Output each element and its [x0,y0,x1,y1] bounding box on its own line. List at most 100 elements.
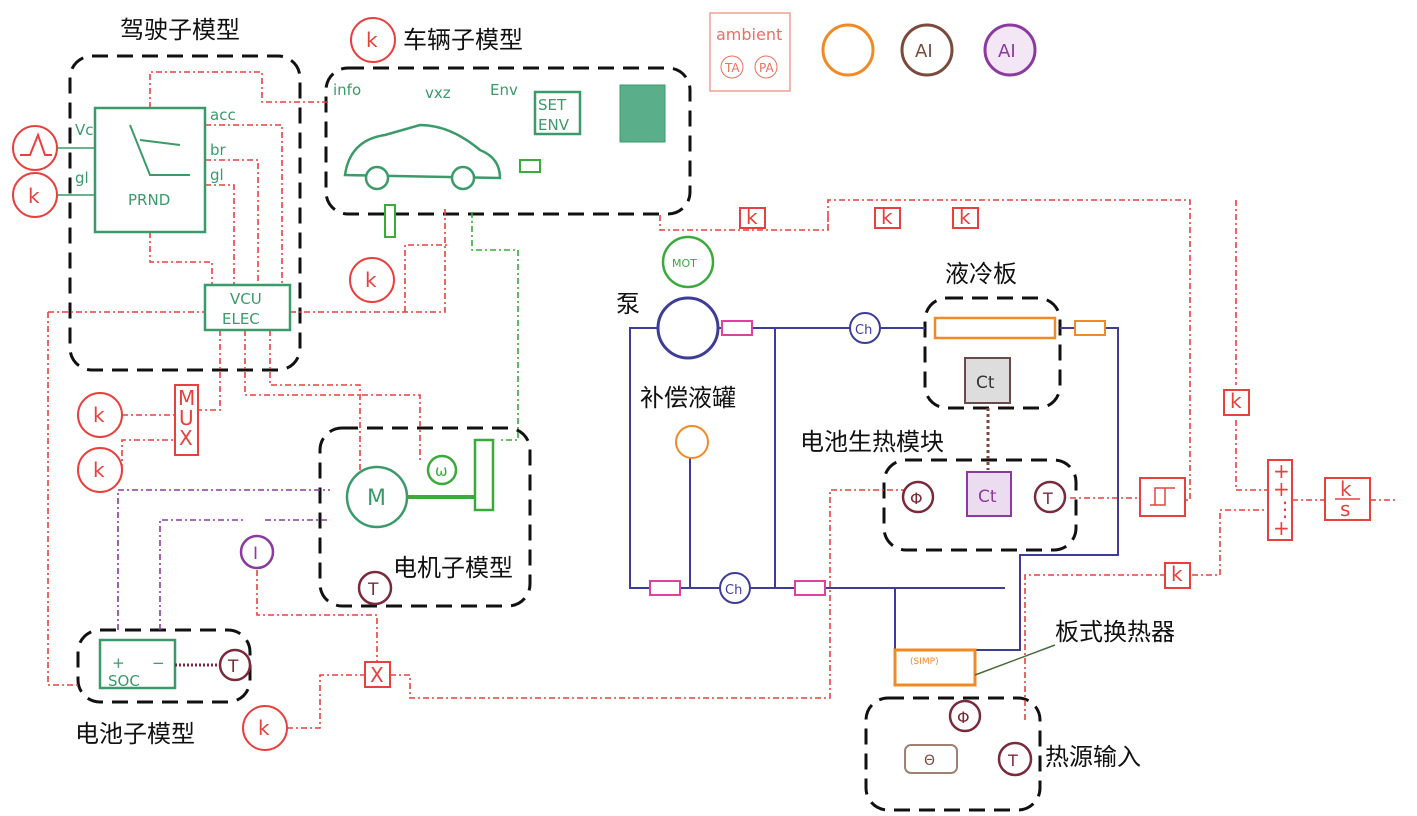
integrator-denominator: s [1340,497,1350,521]
multiply-block[interactable] [364,661,391,688]
constant-source[interactable] [77,447,123,493]
multiply-label: X [370,663,384,687]
vehicle-vxz-ports: vxz [425,84,451,102]
temperature-label: T [1042,489,1053,508]
motor-label: M [367,486,386,511]
heat-flow-source[interactable] [901,480,935,514]
current-label: I [253,544,258,564]
constant-source[interactable] [349,257,395,303]
heat-flow-source[interactable] [948,699,982,733]
expansion-tank-label: 补偿液罐 [640,384,736,412]
motor-submodel-title: 电机子模型 [393,554,513,582]
driver-submodel-title: 驾驶子模型 [120,16,240,44]
gearbox[interactable] [473,438,495,512]
sum-sign: + [1273,477,1290,501]
constant-label: k [366,28,378,52]
mux-block[interactable] [174,384,199,456]
brake-port [384,204,396,238]
vehicle-env-port: Env [490,81,518,99]
gain-block[interactable] [1223,389,1250,416]
sum-sign: + [1273,516,1290,540]
mux-letter: U [179,406,194,430]
gain-block[interactable] [739,207,766,229]
road-environment-icon[interactable] [619,84,666,143]
thermal-mass[interactable] [904,744,958,774]
pump-motor[interactable] [661,235,715,289]
driver-block[interactable] [93,106,207,234]
signal-line [1235,200,1268,491]
signal-line [121,414,175,470]
temperature-label: T [227,657,239,677]
wheel-icon [450,165,476,191]
driver-seat-icon [129,124,190,176]
speed-sensor-label: ω [435,462,448,480]
integrator-block[interactable] [1324,477,1371,521]
gain-block[interactable] [952,207,979,229]
sum-sign: ⋮ [1275,497,1295,521]
sum-sign: + [1273,459,1290,483]
plate-heat-exchanger-label: 板式换热器 [1055,618,1175,646]
speed-sensor[interactable] [426,454,458,486]
temperature-label: T [1007,751,1018,770]
pump[interactable] [656,296,720,360]
driver-br-port: br [210,141,227,159]
check-valve[interactable] [719,572,751,604]
hysteresis-block[interactable] [1139,477,1186,517]
ai-thermal-block[interactable] [900,23,954,77]
vehicle-submodel-title: 车辆子模型 [403,26,523,54]
driver-gl-out-port: gl [210,166,224,184]
ambient-pa-label: PA [759,61,774,75]
battery-heat-boundary [882,458,1078,552]
valve-label: Ch [855,323,872,338]
motor-temperature-sensor[interactable] [357,570,393,606]
ambient-pressure [754,55,778,79]
vehicle-output-port [519,159,541,173]
ambient-block[interactable] [709,12,791,92]
pump-label: 泵 [616,290,640,318]
temperature-label: T [367,580,379,600]
vehicle-info-port: info [333,81,361,99]
battery-temperature-sensor[interactable] [218,648,252,682]
ramp-icon [20,132,52,156]
temperature-source[interactable] [997,741,1033,777]
vcu-elec-block[interactable] [203,283,292,332]
profile-source[interactable] [12,125,58,171]
thermal-capacity-cold-plate[interactable] [964,357,1011,404]
battery-soc: SOC [108,672,140,690]
heat-source-input-label: 热源输入 [1045,743,1141,771]
battery-plus: + [112,654,125,672]
annotation-arrow [974,644,1056,676]
sum-block[interactable] [1267,459,1293,541]
driver-acc-port: acc [210,106,236,124]
gain-label: k [746,205,758,229]
current-sensor[interactable] [239,534,275,570]
check-valve[interactable] [849,312,881,344]
set-env-block[interactable] [533,90,582,136]
plate-heat-exchanger[interactable] [893,648,977,687]
constant-source[interactable] [350,17,396,63]
mux-letter: M [178,386,195,410]
coolant-property-icon[interactable] [821,23,875,77]
ct-label: Ct [978,487,997,507]
signal-line [198,330,421,470]
constant-source[interactable] [77,392,123,438]
cold-plate-boundary [923,296,1062,410]
expansion-tank[interactable] [675,425,709,459]
ai-label: AI [998,41,1016,62]
gain-label: k [959,205,971,229]
car-icon[interactable] [343,123,502,180]
input-line [57,147,95,196]
cold-plate-channel[interactable] [933,316,1057,340]
gain-block[interactable] [1164,562,1191,589]
gain-block[interactable] [874,207,901,229]
constant-source[interactable] [242,705,288,751]
signal-line [47,311,205,686]
pipe-segment [1074,320,1106,336]
signal-line [287,489,905,729]
thermal-capacity-battery[interactable] [966,471,1012,517]
elec-label: ELEC [222,310,260,328]
driver-gl-port: gl [75,169,89,187]
temperature-sensor[interactable] [1033,480,1067,514]
phi-label: Φ [910,489,923,508]
ai-electric-block[interactable] [983,23,1037,77]
